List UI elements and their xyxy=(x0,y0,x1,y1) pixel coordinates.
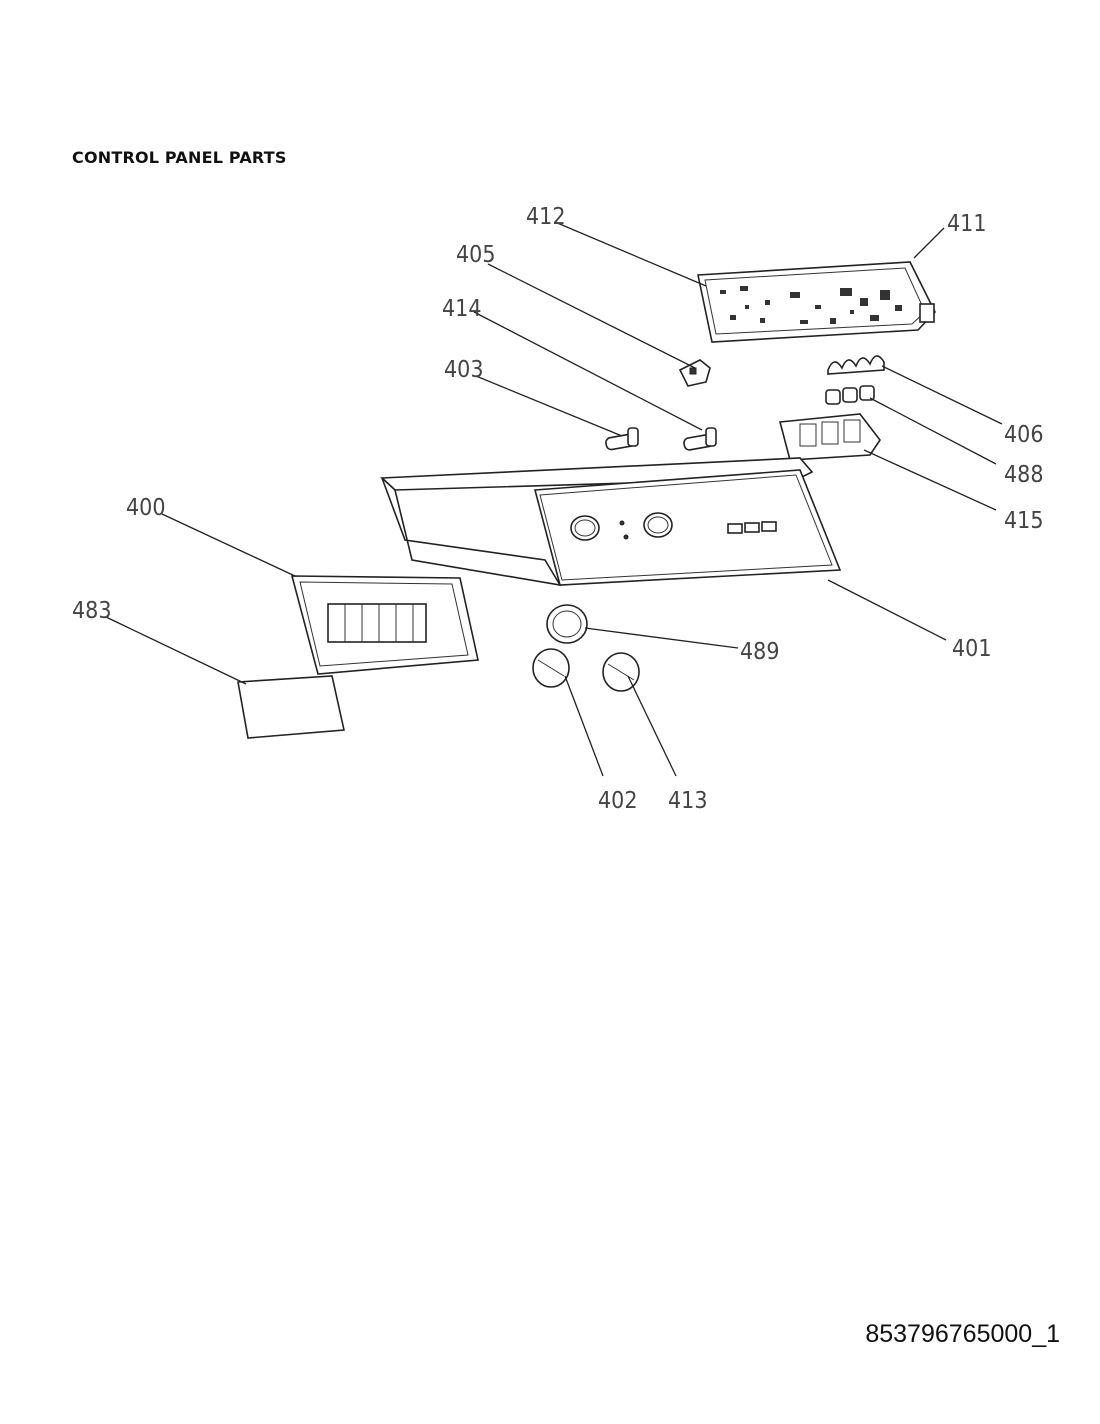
callout-483: 483 xyxy=(72,598,112,624)
callout-489: 489 xyxy=(740,639,780,665)
light-pipes xyxy=(605,427,717,451)
callout-415: 415 xyxy=(1004,508,1044,534)
document-number: 853796765000_1 xyxy=(865,1320,1060,1348)
callout-488: 488 xyxy=(1004,462,1044,488)
control-board xyxy=(697,261,936,343)
button-springs xyxy=(827,355,885,375)
control-panel xyxy=(380,457,842,587)
drawer-handle-cover xyxy=(237,675,345,739)
callout-412: 412 xyxy=(526,204,566,230)
callout-403: 403 xyxy=(444,357,484,383)
button-holder xyxy=(778,413,881,461)
switch-bracket xyxy=(678,359,711,387)
knobs xyxy=(532,648,640,692)
callout-414: 414 xyxy=(442,296,482,322)
leader-lines xyxy=(105,221,1003,777)
callout-406: 406 xyxy=(1004,422,1044,448)
callout-400: 400 xyxy=(126,495,166,521)
callout-401: 401 xyxy=(952,636,992,662)
callout-413: 413 xyxy=(668,788,708,814)
callout-411: 411 xyxy=(947,211,987,237)
push-buttons xyxy=(825,385,875,405)
callout-labels: 412 411 405 414 403 406 488 415 400 401 … xyxy=(72,204,1044,814)
knob-ring xyxy=(546,604,588,644)
dispenser-drawer xyxy=(290,575,479,675)
callout-402: 402 xyxy=(598,788,638,814)
callout-405: 405 xyxy=(456,242,496,268)
page-title: CONTROL PANEL PARTS xyxy=(72,148,287,167)
